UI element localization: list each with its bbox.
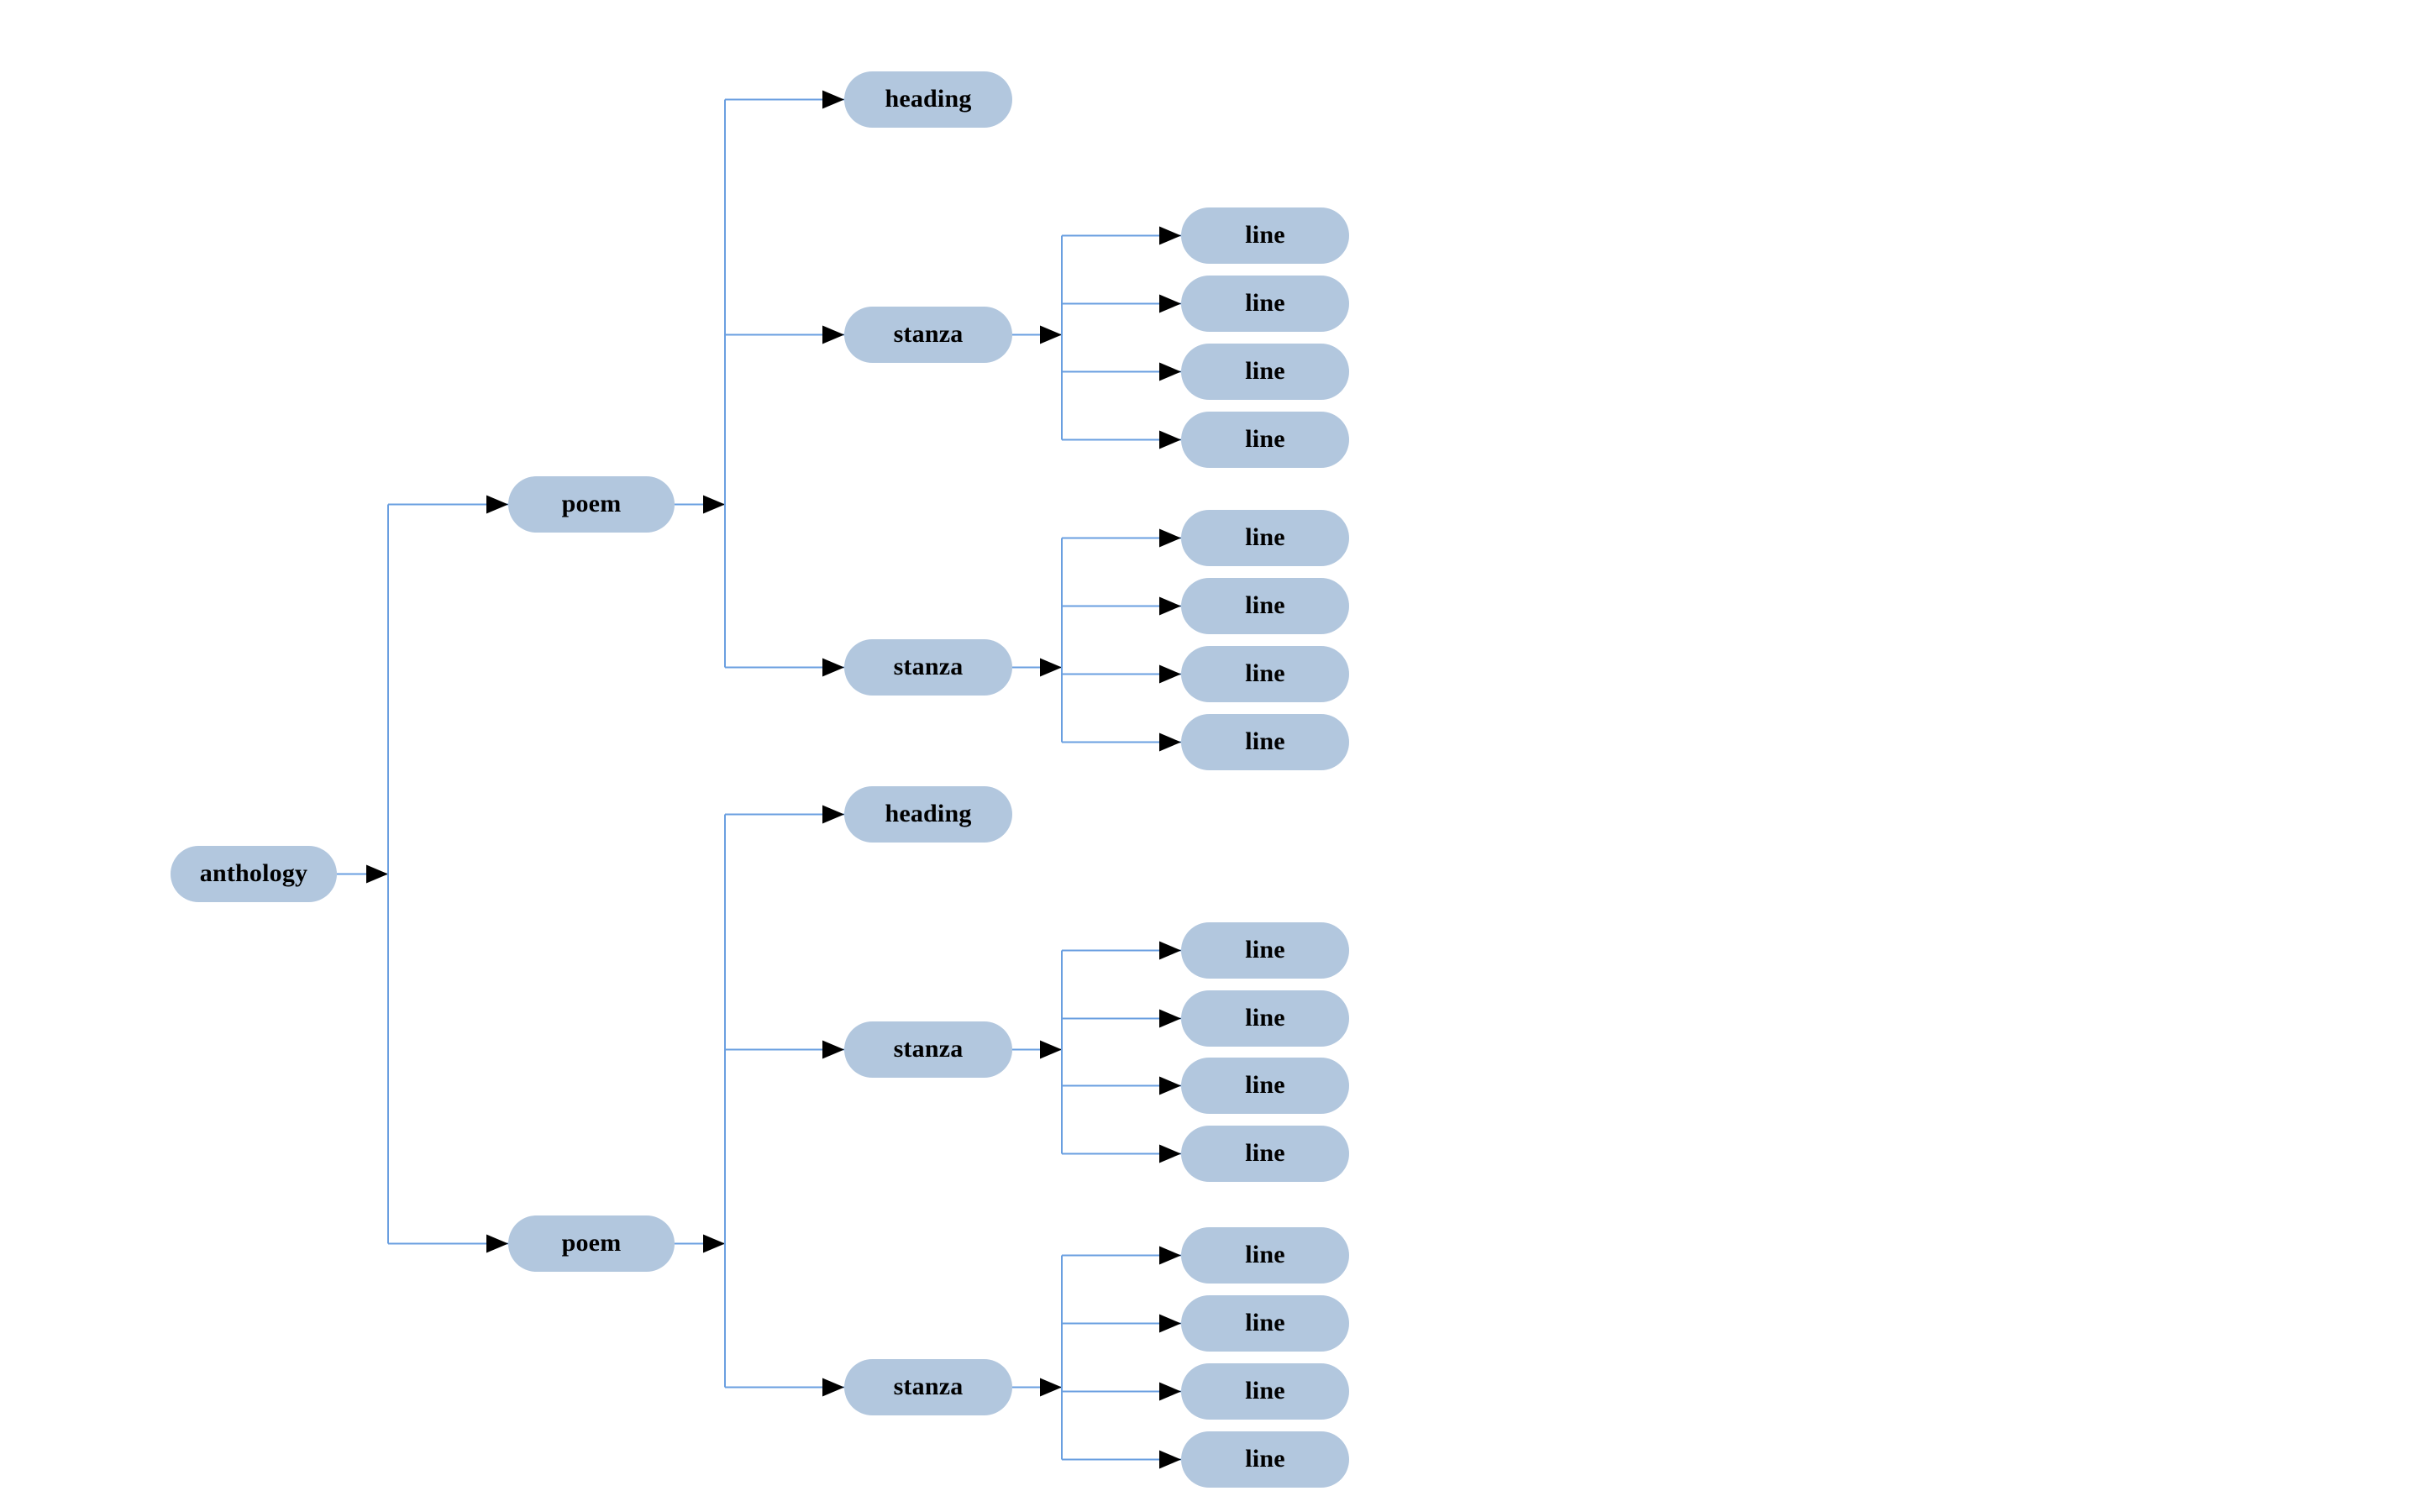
node-p2-s1-l1[interactable]: line bbox=[1181, 922, 1349, 979]
node-p1-s2-l3[interactable]: line bbox=[1181, 646, 1349, 702]
node-label: line bbox=[1245, 356, 1285, 385]
node-p2-heading[interactable]: heading bbox=[844, 786, 1012, 843]
node-label: poem bbox=[561, 489, 622, 517]
node-label: line bbox=[1245, 1444, 1285, 1473]
node-p1-heading[interactable]: heading bbox=[844, 71, 1012, 128]
node-poem1[interactable]: poem bbox=[508, 476, 675, 533]
node-label: poem bbox=[561, 1228, 622, 1257]
node-p2-s2-l4[interactable]: line bbox=[1181, 1431, 1349, 1488]
node-p2-s2-l3[interactable]: line bbox=[1181, 1363, 1349, 1420]
node-p1-s2-l1[interactable]: line bbox=[1181, 510, 1349, 566]
node-label: line bbox=[1245, 424, 1285, 453]
node-label: anthology bbox=[199, 858, 308, 887]
node-p1-s1-l1[interactable]: line bbox=[1181, 207, 1349, 264]
node-p1-stanza1[interactable]: stanza bbox=[844, 307, 1012, 363]
node-p2-s1-l2[interactable]: line bbox=[1181, 990, 1349, 1047]
node-label: heading bbox=[885, 84, 972, 113]
node-label: line bbox=[1245, 220, 1285, 249]
node-p2-stanza1[interactable]: stanza bbox=[844, 1021, 1012, 1078]
node-label: line bbox=[1245, 288, 1285, 317]
node-label: heading bbox=[885, 799, 972, 827]
node-p1-s1-l2[interactable]: line bbox=[1181, 276, 1349, 332]
node-p2-stanza2[interactable]: stanza bbox=[844, 1359, 1012, 1415]
node-label: line bbox=[1245, 591, 1285, 619]
node-label: stanza bbox=[893, 319, 964, 348]
node-label: line bbox=[1245, 1308, 1285, 1336]
node-p1-s1-l3[interactable]: line bbox=[1181, 344, 1349, 400]
node-label: line bbox=[1245, 1003, 1285, 1032]
node-p2-s2-l2[interactable]: line bbox=[1181, 1295, 1349, 1352]
node-p1-s1-l4[interactable]: line bbox=[1181, 412, 1349, 468]
node-p2-s2-l1[interactable]: line bbox=[1181, 1227, 1349, 1284]
node-label: line bbox=[1245, 522, 1285, 551]
node-poem2[interactable]: poem bbox=[508, 1215, 675, 1272]
node-label: line bbox=[1245, 1376, 1285, 1404]
node-p1-stanza2[interactable]: stanza bbox=[844, 639, 1012, 696]
node-label: stanza bbox=[893, 1372, 964, 1400]
node-label: line bbox=[1245, 1138, 1285, 1167]
node-label: line bbox=[1245, 727, 1285, 755]
node-label: line bbox=[1245, 1070, 1285, 1099]
node-p1-s2-l4[interactable]: line bbox=[1181, 714, 1349, 770]
node-label: stanza bbox=[893, 1034, 964, 1063]
node-label: line bbox=[1245, 1240, 1285, 1268]
node-label: stanza bbox=[893, 652, 964, 680]
node-p2-s1-l3[interactable]: line bbox=[1181, 1058, 1349, 1114]
node-anthology[interactable]: anthology bbox=[171, 846, 337, 902]
node-p2-s1-l4[interactable]: line bbox=[1181, 1126, 1349, 1182]
node-label: line bbox=[1245, 659, 1285, 687]
node-label: line bbox=[1245, 935, 1285, 963]
node-p1-s2-l2[interactable]: line bbox=[1181, 578, 1349, 634]
